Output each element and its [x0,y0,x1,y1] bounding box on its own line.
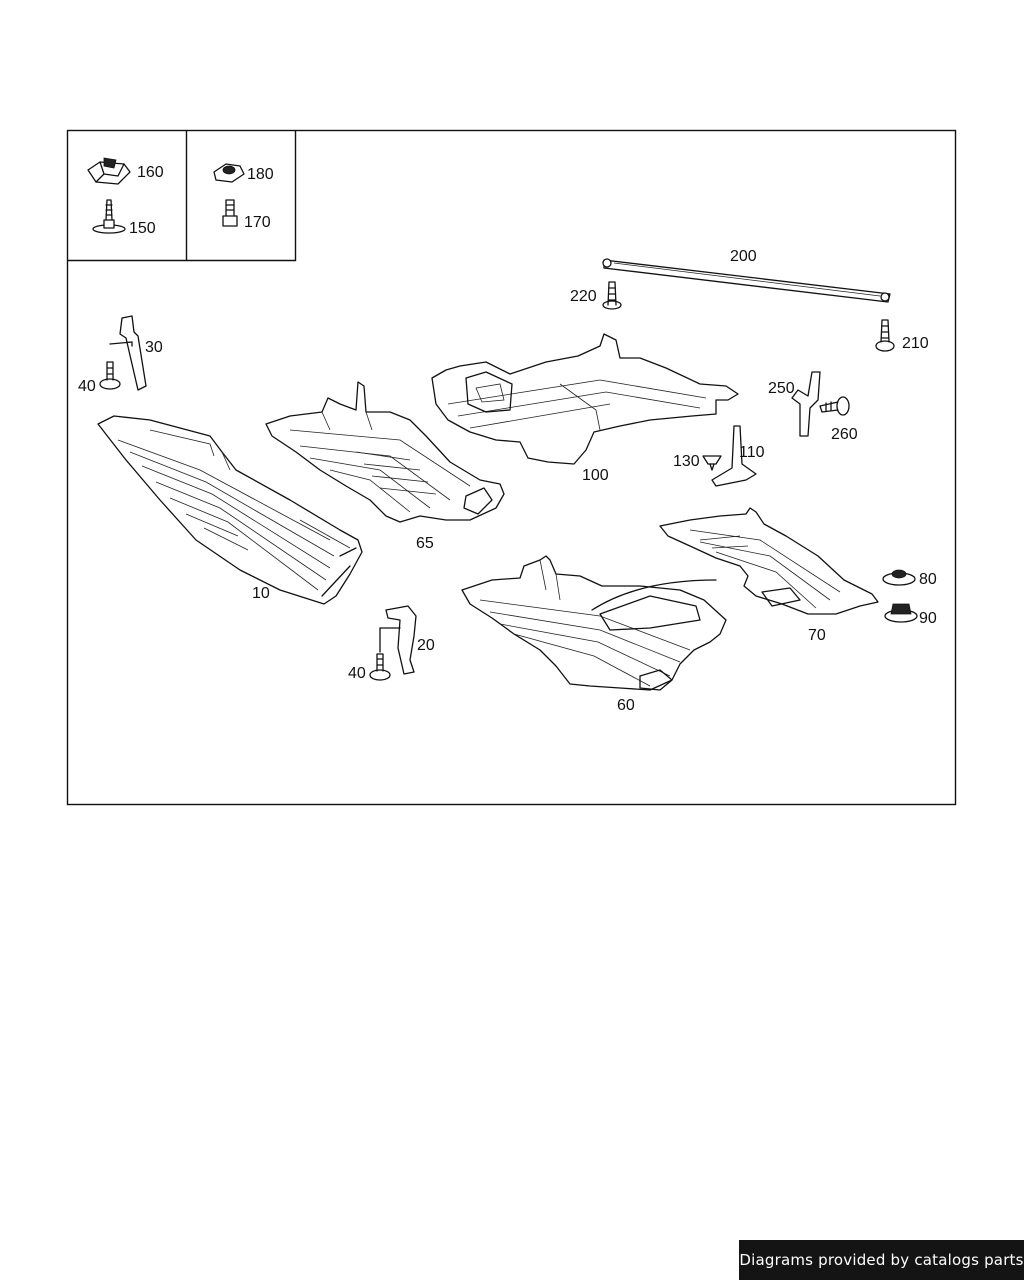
center-cover-65 [265,381,505,523]
bolt-40-lower-icon [369,653,391,681]
grommet-90-icon [884,603,918,623]
bracket-30-icon [109,315,147,391]
rear-panel-100 [431,333,739,465]
bracket-20-icon [379,605,417,675]
callout-40-lower: 40 [348,665,366,682]
callout-10: 10 [252,585,270,602]
callout-60: 60 [617,697,635,714]
callout-150: 150 [129,220,156,237]
rear-cover-70 [659,507,879,615]
callout-200: 200 [730,248,757,265]
callout-20: 20 [417,637,435,654]
clip-180-icon [213,163,245,183]
bolt-40-left-icon [99,361,121,390]
diagram-frame [66,129,957,806]
callout-180: 180 [247,166,274,183]
callout-90: 90 [919,610,937,627]
callout-70: 70 [808,627,826,644]
bracket-250-icon [791,371,821,437]
front-underbody-panel-10 [97,415,363,605]
screw-150-icon [92,199,126,234]
callout-170: 170 [244,214,271,231]
callout-130: 130 [673,453,700,470]
leader-lines [131,341,381,653]
callout-260: 260 [831,426,858,443]
callout-30: 30 [145,339,163,356]
clip-160-icon [87,157,131,185]
bolt-170-icon [222,199,238,227]
callout-80: 80 [919,571,937,588]
bracket-110-icon [711,425,757,487]
callout-160: 160 [137,164,164,181]
callout-210: 210 [902,335,929,352]
callout-110: 110 [739,444,765,461]
main-underbody-panel-60 [461,555,727,691]
callout-100: 100 [582,467,609,484]
grommet-80-icon [882,569,916,586]
callout-65: 65 [416,535,434,552]
bolt-210-icon [875,319,895,352]
bolt-220-icon [602,281,622,310]
screw-260-icon [819,396,850,416]
credit-banner: Diagrams provided by catalogs parts [739,1240,1024,1280]
callout-220: 220 [570,288,597,305]
callout-40-left: 40 [78,378,96,395]
strut-bar-200-icon [602,258,891,303]
inset-boxes [67,130,297,262]
callout-250: 250 [768,380,795,397]
clip-130-icon [702,455,722,471]
